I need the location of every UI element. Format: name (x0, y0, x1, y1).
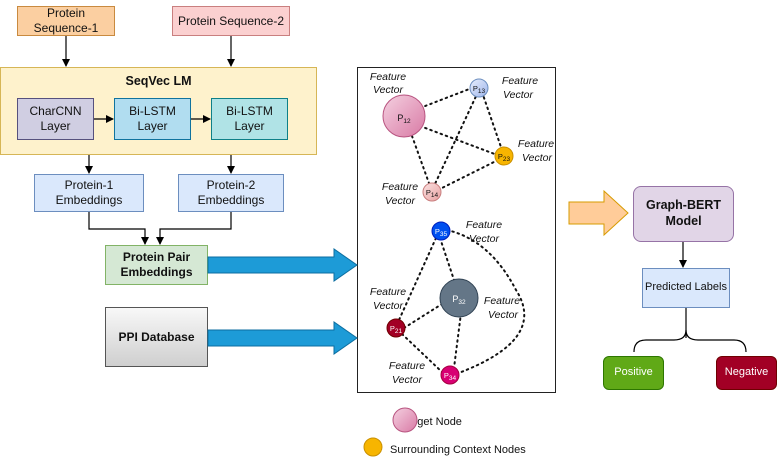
bilstm-layer-1-box: Bi-LSTM Layer (114, 98, 191, 140)
node-p32: P32 (439, 278, 479, 318)
protein-sequence-1-label: Protein Sequence-1 (33, 6, 99, 35)
node-p35: P35 (431, 221, 451, 241)
node-p12: P12 (382, 94, 426, 138)
node-p14: P14 (422, 182, 442, 202)
arrow-pair-to-graph (207, 248, 358, 282)
fv-p32-2: Vector (488, 309, 518, 321)
svg-text:P14: P14 (426, 188, 439, 199)
bilstm-layer-2-box: Bi-LSTM Layer (211, 98, 288, 140)
fv-p23-1: Feature (518, 138, 554, 150)
graph-bert-label-1: Graph-BERT (646, 198, 721, 213)
outcome-brace (633, 329, 747, 353)
protein-sequence-2-label: Protein Sequence-2 (177, 13, 285, 28)
negative-label: Negative (724, 366, 769, 379)
predicted-labels-text: Predicted Labels (645, 281, 727, 294)
svg-text:P21: P21 (390, 324, 403, 335)
protein-1-embeddings-box: Protein-1 Embeddings (34, 174, 144, 212)
feature-vector-labels: Feature Vector Feature Vector Feature Ve… (370, 71, 554, 386)
fv-p35-1: Feature (466, 219, 502, 231)
legend-context-nodes-label: Surrounding Context Nodes (390, 444, 526, 456)
fv-p32-1: Feature (484, 295, 520, 307)
fv-p13-2: Vector (503, 89, 533, 101)
arrow-db-to-graph (207, 321, 358, 355)
fv-p13-1: Feature (502, 75, 538, 87)
protein-sequence-1-box: Protein Sequence-1 (17, 6, 115, 36)
bilstm2-label-1: Bi-LSTM (226, 104, 273, 118)
node-p13: P13 (469, 78, 489, 98)
protein-2-embeddings-label-1: Protein-2 (206, 178, 256, 192)
ppi-database-box: PPI Database (105, 307, 208, 367)
graph-nodes: P12 P13 P23 P14 P35 P32 P21 P34 (382, 78, 514, 385)
protein-2-embeddings-label-2: Embeddings (197, 193, 265, 207)
svg-text:P12: P12 (397, 113, 411, 125)
protein-1-embeddings-label-2: Embeddings (55, 193, 123, 207)
positive-label: Positive (614, 366, 653, 379)
fv-p14-1: Feature (382, 181, 418, 193)
svg-text:P32: P32 (452, 294, 466, 306)
fv-p21-1: Feature (370, 286, 406, 298)
legend-context-node-swatch (363, 437, 383, 457)
svg-text:P23: P23 (498, 152, 511, 163)
fv-p21-2: Vector (373, 300, 403, 312)
node-p34: P34 (440, 365, 460, 385)
arrow-e1-to-pair (88, 212, 149, 245)
protein-pair-embeddings-label-2: Embeddings (120, 265, 193, 279)
ppi-database-label: PPI Database (118, 329, 195, 344)
fv-p23-2: Vector (522, 152, 552, 164)
fv-p34-2: Vector (392, 374, 422, 386)
arrow-e2-to-pair (156, 212, 232, 245)
predicted-labels-box: Predicted Labels (642, 268, 730, 308)
charcnn-label-2: Layer (40, 119, 71, 133)
positive-box: Positive (603, 356, 664, 390)
protein-sequence-2-box: Protein Sequence-2 (172, 6, 290, 36)
fv-p14-2: Vector (385, 195, 415, 207)
graph-bert-label-2: Model (665, 214, 702, 228)
graph-bert-model-box: Graph-BERT Model (633, 186, 734, 242)
flow-connectors (62, 36, 747, 353)
protein-pair-embeddings-box: Protein Pair Embeddings (105, 245, 208, 285)
bilstm1-label-2: Layer (137, 119, 168, 133)
svg-text:P13: P13 (473, 84, 486, 95)
charcnn-label-1: CharCNN (29, 104, 82, 118)
arrow-graph-to-model (568, 189, 629, 237)
protein-2-embeddings-box: Protein-2 Embeddings (178, 174, 284, 212)
legend-target-node-swatch (392, 407, 418, 433)
graph-edges (398, 87, 526, 375)
svg-text:P35: P35 (435, 227, 448, 238)
protein-pair-embeddings-label-1: Protein Pair (122, 250, 191, 264)
svg-text:P34: P34 (444, 371, 457, 382)
protein-1-embeddings-label-1: Protein-1 (64, 178, 114, 192)
negative-box: Negative (716, 356, 777, 390)
node-p23: P23 (494, 146, 514, 166)
fv-p35-2: Vector (469, 233, 499, 245)
node-p21: P21 (386, 318, 406, 338)
fv-p12-1: Feature (370, 71, 406, 83)
fv-p12-2: Vector (373, 84, 403, 96)
charcnn-layer-box: CharCNN Layer (17, 98, 94, 140)
bilstm1-label-1: Bi-LSTM (129, 104, 176, 118)
seqvec-lm-title: SeqVec LM (125, 74, 192, 88)
fv-p34-1: Feature (389, 360, 425, 372)
bilstm2-label-2: Layer (234, 119, 265, 133)
